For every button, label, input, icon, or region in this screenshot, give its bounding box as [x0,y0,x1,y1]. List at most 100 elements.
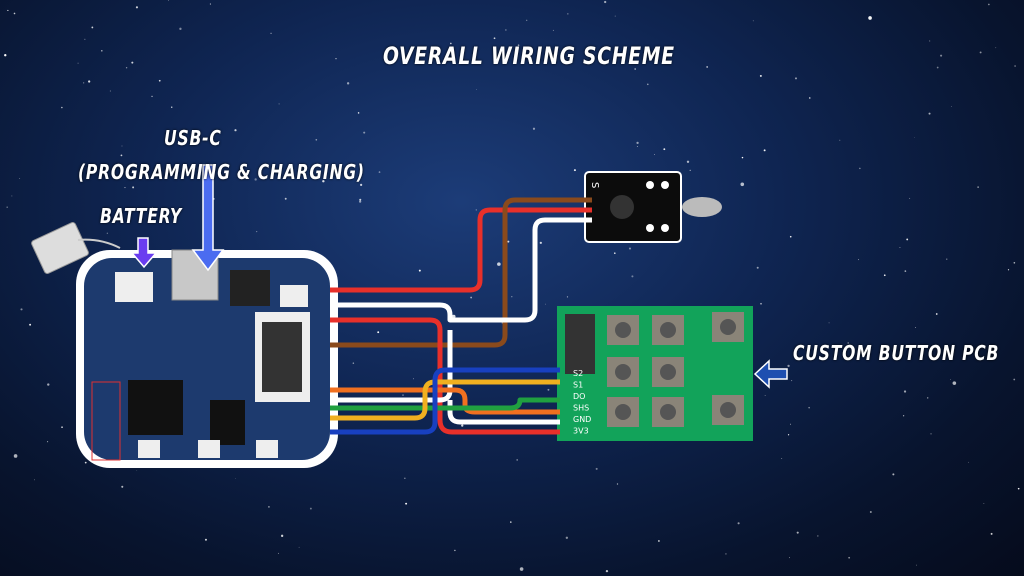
star [951,106,952,107]
star [461,424,464,427]
star [402,394,404,396]
battery [31,222,121,274]
star [405,502,408,505]
star [787,364,790,368]
star [6,206,8,208]
star [352,362,355,364]
pcb-pin-label: S2 [573,369,583,378]
star [828,322,830,324]
star [883,274,886,277]
star [280,534,284,538]
star [284,197,287,200]
star [526,19,528,21]
star [595,467,598,470]
star [510,521,512,523]
star [507,240,510,243]
star [412,378,414,380]
pcb-pin-label: S1 [573,381,583,390]
star [475,209,477,211]
star [689,169,691,172]
arrow-down-icon [191,164,225,272]
star [7,9,9,12]
star [935,313,938,315]
usb-c-label: USB-C [164,126,222,150]
esp32-board [76,249,338,468]
star [519,567,524,571]
star [634,68,636,70]
arrow-down-icon [130,237,158,269]
star [946,258,948,260]
battery-connector [115,272,153,302]
star [614,15,616,17]
star [796,531,799,534]
star [839,139,841,141]
star [1013,378,1016,381]
star [359,183,363,186]
star [277,552,279,554]
star [906,238,909,241]
star [1013,261,1016,264]
star [61,426,63,428]
star [869,511,872,513]
star [565,536,569,539]
star [168,0,169,1]
star [120,154,123,157]
pcb-pin-label: GND [573,415,591,424]
star [1007,269,1010,271]
wire-yellow-pcb [330,379,560,421]
button-cap [660,322,676,338]
star [740,182,745,187]
wire-red-pcb [330,317,560,435]
star [88,80,91,83]
star [4,54,7,57]
star [11,195,13,197]
star [47,383,50,386]
star [988,3,990,6]
star [927,397,929,399]
star [789,235,792,238]
star [124,187,126,189]
star [848,556,851,559]
star [790,423,791,425]
star [752,20,754,22]
star [940,54,943,57]
star [928,112,931,115]
star [764,395,766,396]
star [151,95,153,98]
star [654,153,655,155]
star [158,79,161,82]
star [781,458,783,459]
star [29,323,32,326]
star [756,266,759,269]
star [204,538,207,541]
star [268,506,270,508]
star [808,97,811,99]
star [451,314,456,319]
star [737,522,740,525]
star [573,169,576,172]
star [552,29,554,31]
star [20,308,23,311]
star [847,342,850,344]
star [787,434,790,436]
star [605,569,609,573]
star [706,66,708,68]
wire-red-sensor [330,207,592,293]
star [868,16,872,20]
star [61,106,63,109]
star [904,270,907,272]
ir-sensor-module: S [584,171,722,243]
star [101,50,103,52]
star [517,44,520,47]
star [647,83,649,86]
star [604,0,607,4]
star [83,82,85,84]
star [309,507,312,510]
wire-green-pcb [330,397,560,411]
star [505,29,507,31]
star [378,171,381,173]
star [539,241,542,244]
button-cap [720,402,736,418]
star [209,3,211,5]
